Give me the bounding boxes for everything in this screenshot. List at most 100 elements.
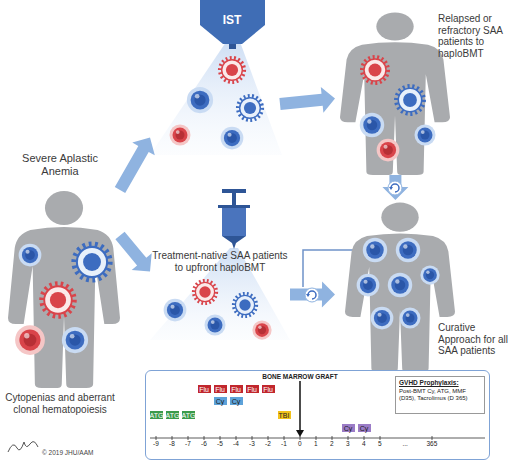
regimen-box: TBI xyxy=(277,410,292,420)
prophylaxis-text: Post-BMT Cy, ATG, MMF (D35), Tacrolimus … xyxy=(399,388,481,402)
axis-number: -1 xyxy=(281,441,287,448)
axis-number: -4 xyxy=(233,441,239,448)
syringe-barrel xyxy=(222,208,246,236)
graft-label: BONE MARROW GRAFT xyxy=(250,373,350,380)
regimen-box: ATG xyxy=(181,410,196,420)
cells xyxy=(15,57,440,355)
blood-cell xyxy=(396,86,424,114)
regimen-box: Cy xyxy=(357,423,372,433)
axis-ellipsis: ... xyxy=(403,441,408,448)
axis-number: -2 xyxy=(265,441,271,448)
regimen-box: Flu xyxy=(245,384,260,394)
regimen-text: ATG xyxy=(150,411,163,420)
axis-number: -9 xyxy=(153,441,159,448)
blood-cell xyxy=(362,57,388,83)
infusion-beam xyxy=(150,42,282,155)
blood-cell xyxy=(205,315,226,336)
timeline-axis xyxy=(150,438,485,439)
blood-cell xyxy=(415,125,436,146)
regimen-text: Flu xyxy=(230,385,243,394)
blood-cell xyxy=(194,281,217,304)
axis-number: -7 xyxy=(185,441,191,448)
blood-cell xyxy=(15,325,45,355)
regimen-text: Cy xyxy=(214,397,227,406)
axis-number: -6 xyxy=(201,441,207,448)
axis-number: -5 xyxy=(217,441,223,448)
prophylaxis-title: GVHD Prophylaxis: xyxy=(399,379,481,386)
blood-cell xyxy=(420,265,439,284)
group-caption: Cytopenias and aberrant clonal hematopoi… xyxy=(2,392,118,415)
blood-cell xyxy=(170,125,191,146)
blood-cell xyxy=(62,327,88,353)
blood-cell xyxy=(252,320,271,339)
cycle-icon xyxy=(305,288,319,302)
axis-number: 365 xyxy=(427,441,438,448)
treatment-group: IST xyxy=(150,0,280,160)
graft-arrow xyxy=(299,381,301,431)
blood-cell xyxy=(74,244,110,280)
regimen-text: Flu xyxy=(214,385,227,394)
syringe-flange xyxy=(218,205,250,208)
regimen-text: Cy xyxy=(358,424,371,433)
regimen-text: Flu xyxy=(246,385,259,394)
regimen-text: TBI xyxy=(278,411,291,420)
patient-figure xyxy=(8,191,120,388)
regimen-text: Cy xyxy=(342,424,355,433)
patient-group: Severe Aplastic AnemiaCytopenias and abe… xyxy=(0,150,120,435)
blood-cell xyxy=(377,139,400,162)
patient-group: Relapsed or refractory SAA patients to h… xyxy=(335,5,518,175)
treatment-title: IST xyxy=(217,14,247,28)
flow-arrow xyxy=(382,175,408,200)
regimen-box: Flu xyxy=(197,384,212,394)
axis-number: 1 xyxy=(314,441,318,448)
flow-arrow xyxy=(279,87,335,113)
syringe-tip xyxy=(222,236,246,249)
treatment-group: Treatment-native SAA patients to upfront… xyxy=(150,188,290,340)
iv-bag-body xyxy=(200,0,265,44)
regimen-box: Flu xyxy=(213,384,228,394)
regimen-box: Flu xyxy=(229,384,244,394)
blood-cell xyxy=(42,284,75,317)
group-title: Relapsed or refractory SAA patients to h… xyxy=(438,13,516,59)
regimen-box: ATG xyxy=(149,410,164,420)
blood-cell xyxy=(396,238,421,263)
flow-arrow xyxy=(115,232,151,272)
axis-number: 2 xyxy=(330,441,334,448)
signature xyxy=(8,442,38,452)
blood-cell xyxy=(360,113,385,138)
blood-cell xyxy=(371,307,394,330)
cycle-icon xyxy=(388,181,402,195)
infusion-beam xyxy=(150,248,290,340)
syringe xyxy=(218,189,250,249)
flow-arrow xyxy=(290,282,335,308)
regimen-box: Cy xyxy=(229,396,244,406)
group-title: Curative Approach for all SAA patients xyxy=(438,322,516,357)
axis-number: 0 xyxy=(298,441,302,448)
syringe-plunger xyxy=(222,189,246,193)
regimen-text: Flu xyxy=(262,385,275,394)
blood-cell xyxy=(388,273,413,298)
axis-number: -3 xyxy=(249,441,255,448)
axis-number: 5 xyxy=(378,441,382,448)
group-title: Severe Aplastic Anemia xyxy=(4,152,116,177)
blood-cell xyxy=(400,308,421,329)
patient-figure xyxy=(340,12,450,175)
axis-number: -8 xyxy=(169,441,175,448)
treatment-title: Treatment-native SAA patients to upfront… xyxy=(150,250,290,273)
regimen-box: Flu xyxy=(261,384,276,394)
regimen-text: ATG xyxy=(182,411,195,420)
syringe-rod xyxy=(232,193,236,205)
axis-number: 3 xyxy=(346,441,350,448)
patient-group: Curative Approach for all SAA patients xyxy=(335,200,518,372)
copyright-note: © 2019 JHU/AAM xyxy=(42,450,93,457)
prophylaxis-box: GVHD Prophylaxis: Post-BMT Cy, ATG, MMF (… xyxy=(395,376,485,414)
iv-bag-port xyxy=(229,44,236,49)
blood-cell xyxy=(234,294,257,317)
blood-cell xyxy=(220,58,244,82)
regimen-text: Cy xyxy=(230,397,243,406)
flow-arrow xyxy=(115,138,155,193)
blood-cell xyxy=(187,87,213,113)
regimen-box: Cy xyxy=(213,396,228,406)
blood-cell xyxy=(164,299,187,322)
